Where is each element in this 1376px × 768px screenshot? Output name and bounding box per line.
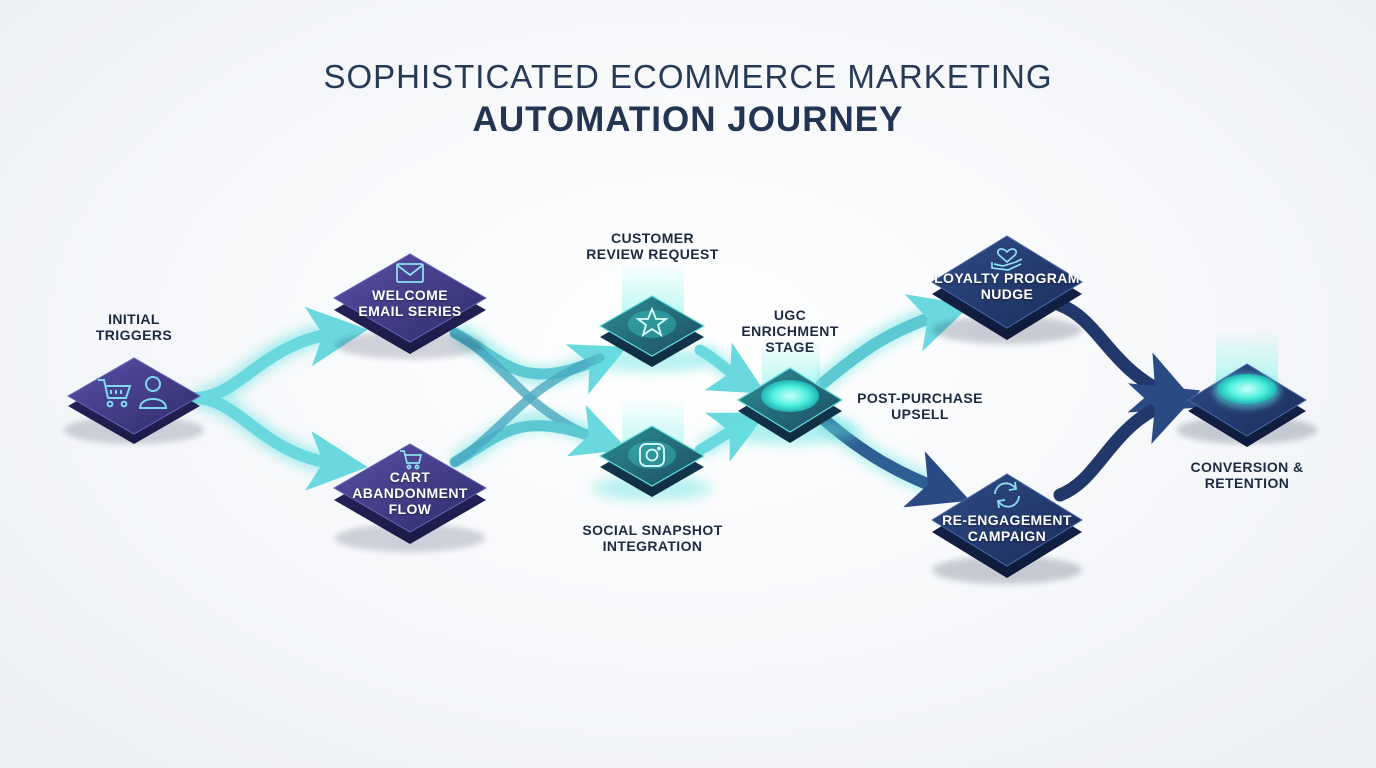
ugc-glow-disc bbox=[761, 380, 819, 412]
conversion-glow-disc bbox=[1217, 374, 1277, 404]
shopping-cart-icon bbox=[98, 379, 132, 408]
node-social-snapshot bbox=[592, 398, 712, 500]
label-ugc-enrichment: UGC ENRICHMENT STAGE bbox=[741, 307, 839, 355]
envelope-icon bbox=[396, 263, 424, 283]
arrow-cart-to-review bbox=[450, 353, 605, 467]
label-conversion: CONVERSION & RETENTION bbox=[1190, 459, 1304, 491]
arrow-trigger-to-welcome bbox=[189, 306, 368, 404]
node-cart-abandonment bbox=[333, 443, 487, 552]
node-loyalty-program bbox=[931, 235, 1083, 344]
label-post-purchase: POST-PURCHASE UPSELL bbox=[857, 390, 983, 422]
label-cart-abandonment: CART ABANDONMENT FLOW bbox=[352, 469, 468, 517]
node-customer-review bbox=[592, 262, 712, 372]
star-icon bbox=[635, 306, 669, 338]
arrow-loyalty-to-conversion bbox=[1053, 298, 1200, 413]
heart-hand-icon bbox=[991, 248, 1023, 271]
label-customer-review: CUSTOMER REVIEW REQUEST bbox=[586, 230, 719, 262]
node-conversion bbox=[1177, 330, 1317, 447]
label-loyalty-program: LOYALTY PROGRAM NUDGE bbox=[934, 270, 1080, 302]
label-social-snapshot: SOCIAL SNAPSHOT INTEGRATION bbox=[582, 522, 723, 554]
node-ugc-enrichment bbox=[720, 338, 860, 444]
arrow-trigger-to-cart bbox=[189, 392, 368, 491]
node-welcome-email bbox=[333, 253, 487, 359]
label-welcome-email: WELCOME EMAIL SERIES bbox=[358, 287, 462, 319]
node-re-engagement bbox=[931, 473, 1083, 584]
label-re-engagement: RE-ENGAGEMENT CAMPAIGN bbox=[942, 512, 1072, 544]
title-line-1: SOPHISTICATED ECOMMERCE MARKETING bbox=[323, 58, 1053, 95]
label-initial-triggers: INITIAL TRIGGERS bbox=[95, 311, 173, 343]
refresh-icon bbox=[994, 481, 1020, 509]
title-line-2: AUTOMATION JOURNEY bbox=[472, 100, 904, 139]
arrow-review-to-ugc bbox=[694, 342, 766, 394]
arrow-ugc-to-loyalty bbox=[816, 294, 971, 390]
shopping-cart-icon bbox=[400, 450, 423, 470]
user-icon bbox=[138, 376, 168, 409]
instagram-icon bbox=[639, 443, 665, 467]
arrow-reengagement-to-conversion bbox=[1053, 383, 1201, 502]
node-initial-triggers bbox=[64, 357, 204, 444]
